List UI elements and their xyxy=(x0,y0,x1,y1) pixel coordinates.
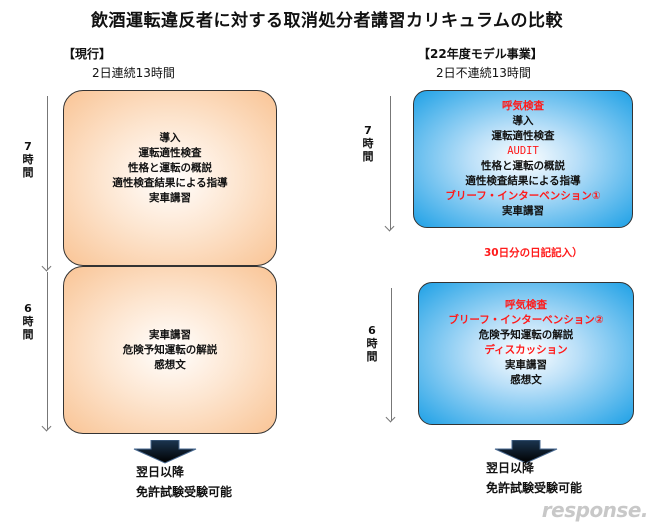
item: 適性検査結果による指導 xyxy=(112,176,228,189)
hours-char: 時 xyxy=(362,137,374,150)
result-line: 翌日以降 xyxy=(486,461,535,475)
hours-char: 間 xyxy=(362,150,374,163)
hours-char: 間 xyxy=(366,350,378,363)
item: 実車講習 xyxy=(502,205,544,217)
model-label: 【22年度モデル事業】 xyxy=(418,47,543,61)
interval-note: 30日分の日記記入） xyxy=(484,247,583,259)
item: 実車講習 xyxy=(504,358,547,371)
current-subtitle: 2日連続13時間 xyxy=(92,66,175,80)
item: 危険予知運転の解説 xyxy=(122,343,218,356)
hours-char: 時 xyxy=(22,315,34,328)
hours-num: 7 xyxy=(364,124,372,137)
item: 導入 xyxy=(159,131,181,144)
day1-duration-arrow xyxy=(47,96,48,270)
item: 性格と運転の概説 xyxy=(128,161,212,174)
hours-char: 時 xyxy=(22,153,34,166)
result-line: 翌日以降 xyxy=(136,465,185,479)
item: ディスカッション xyxy=(484,343,568,356)
item: 危険予知運転の解説 xyxy=(478,328,574,341)
current-result: 翌日以降 免許試験受験可能 xyxy=(136,462,232,502)
model-day1-duration-arrow xyxy=(390,96,391,230)
hours-num: 6 xyxy=(24,302,32,315)
item: 実車講習 xyxy=(149,328,191,341)
model-day1-box: 呼気検査 導入 運転適性検査 AUDIT 性格と運転の概説 適性検査結果による指… xyxy=(413,90,633,228)
hours-num: 7 xyxy=(24,140,32,153)
current-day2-box: 実車講習 危険予知運転の解説 感想文 xyxy=(63,266,277,434)
item: 感想文 xyxy=(154,358,186,371)
result-line: 免許試験受験可能 xyxy=(136,485,233,499)
item: 運転適性検査 xyxy=(138,146,202,159)
item: ブリーフ・インターベンション① xyxy=(445,190,601,202)
watermark-logo: response. xyxy=(541,498,649,522)
item-list: 導入 運転適性検査 性格と運転の概説 適性検査結果による指導 実車講習 xyxy=(112,131,227,206)
current-label: 【現行】 xyxy=(63,47,112,61)
item: 運転適性検査 xyxy=(491,130,555,142)
model-day2-box: 呼気検査 ブリーフ・インターベンション② 危険予知運転の解説 ディスカッション … xyxy=(418,282,634,425)
item-list: 呼気検査 ブリーフ・インターベンション② 危険予知運転の解説 ディスカッション … xyxy=(448,298,603,388)
hours-char: 間 xyxy=(22,166,34,179)
current-day1-box: 導入 運転適性検査 性格と運転の概説 適性検査結果による指導 実車講習 xyxy=(63,90,277,266)
down-arrow-icon xyxy=(133,440,197,464)
item: ブリーフ・インターベンション② xyxy=(448,313,604,326)
item: AUDIT xyxy=(507,145,539,157)
item: 呼気検査 xyxy=(504,298,547,311)
day2-duration-arrow xyxy=(47,272,48,430)
diagram-title: 飲酒運転違反者に対する取消処分者講習カリキュラムの比較 xyxy=(91,11,563,31)
item: 実車講習 xyxy=(149,191,191,204)
hours-char: 間 xyxy=(22,328,34,341)
item: 導入 xyxy=(512,115,534,127)
hours-num: 6 xyxy=(368,324,376,337)
model-result: 翌日以降 免許試験受験可能 xyxy=(486,458,582,498)
item: 性格と運転の概説 xyxy=(481,160,565,172)
result-line: 免許試験受験可能 xyxy=(486,481,583,495)
item: 感想文 xyxy=(510,373,542,386)
model-subtitle: 2日不連続13時間 xyxy=(436,66,531,80)
item: 呼気検査 xyxy=(502,100,544,112)
down-arrow-icon xyxy=(494,440,558,464)
item: 適性検査結果による指導 xyxy=(465,175,581,187)
hours-char: 時 xyxy=(366,337,378,350)
model-day2-duration-arrow xyxy=(391,288,392,421)
